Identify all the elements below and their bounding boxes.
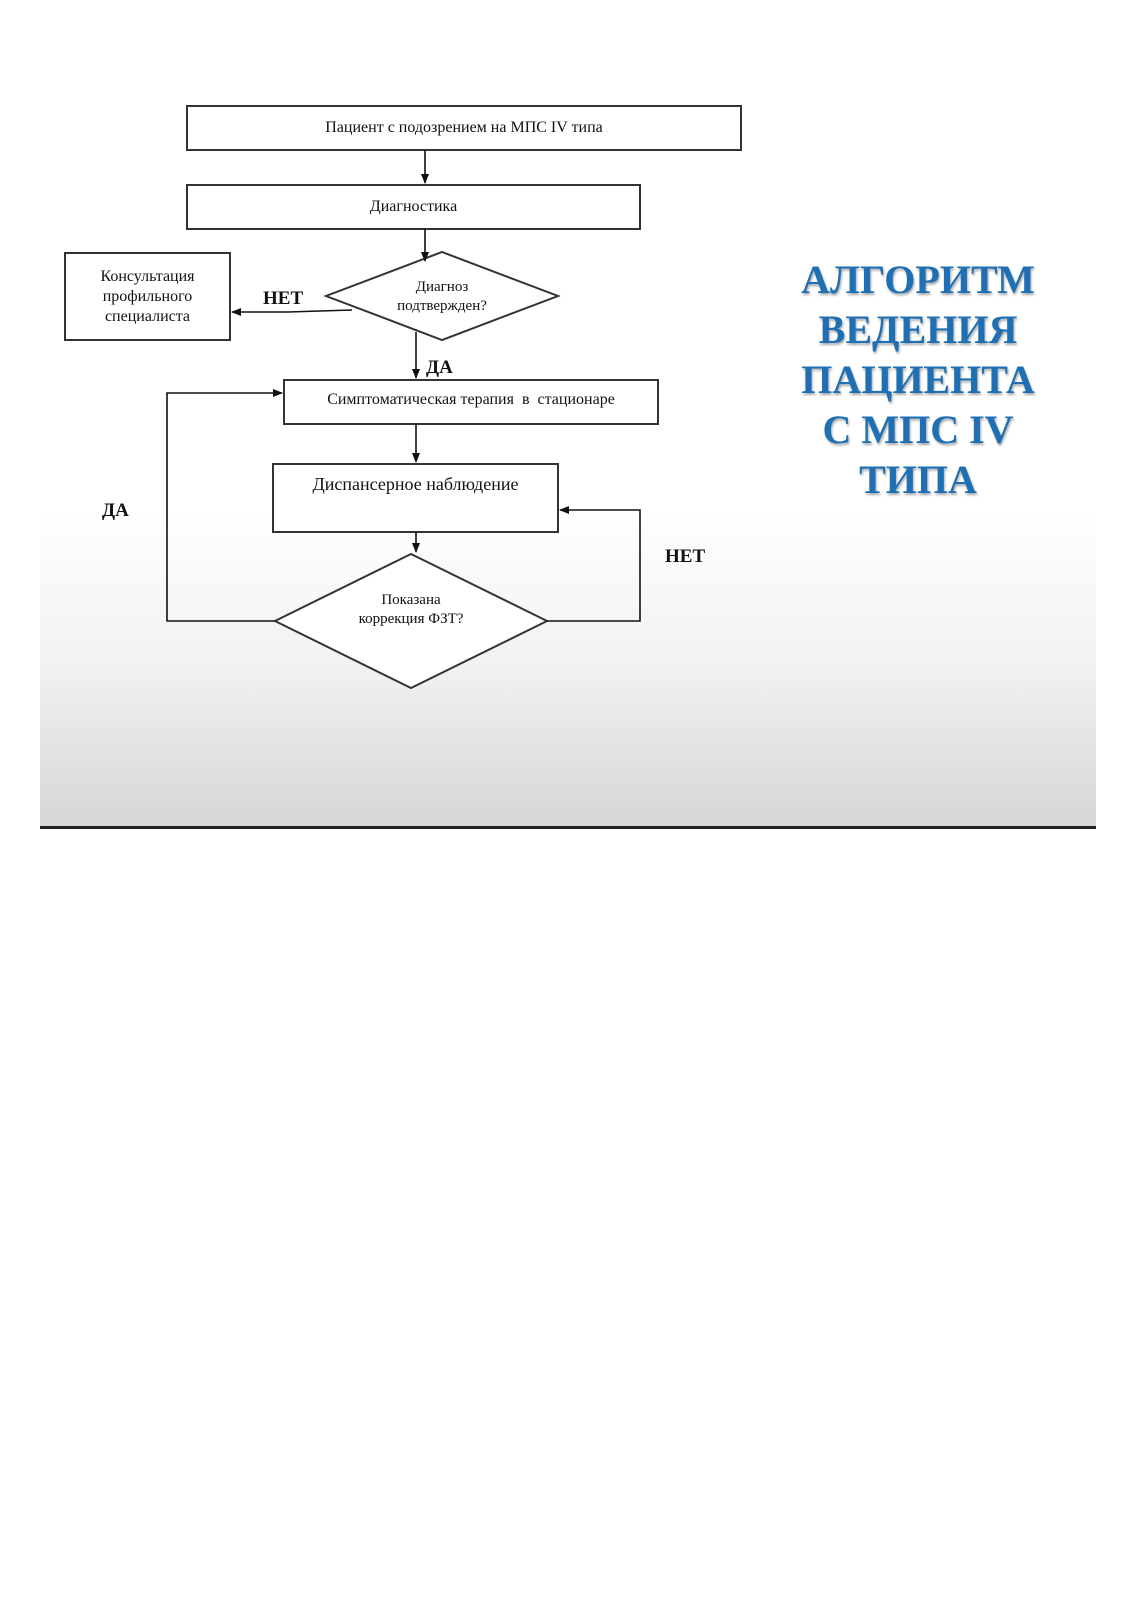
flowchart-diagram — [64, 105, 742, 690]
edge-label-yes-loop: ДА — [102, 500, 129, 521]
fzt-decision-shape — [272, 552, 550, 690]
diagnostics-node: Диагностика — [369, 198, 458, 215]
slide-title: АЛГОРИТМ ВЕДЕНИЯ ПАЦИЕНТА С МПС IV ТИПА — [801, 257, 1035, 502]
fzt-decision: Показана коррекция ФЗТ? — [358, 592, 464, 627]
therapy-box — [283, 379, 659, 425]
therapy-node: Симптоматическая терапия в стационаре — [327, 391, 615, 408]
slide: Пациент с подозрением на МПС IV типа Диа… — [40, 40, 1096, 829]
start-box — [186, 105, 742, 151]
dispensary-box — [272, 463, 559, 533]
edge-fzt-no-loop — [547, 506, 641, 622]
diagnosis-decision: Диагноз подтвержден? — [397, 279, 487, 314]
dispensary-node: Диспансерное наблюдение — [312, 474, 519, 494]
consultation-node: Консультация профильного специалиста — [100, 267, 195, 325]
diagnostics-box — [186, 184, 641, 230]
start-node: Пациент с подозрением на МПС IV типа — [325, 119, 603, 136]
edge-fzt-yes-loop — [166, 389, 283, 622]
consultation-box — [64, 252, 231, 341]
edge-decision-to-consultation — [231, 308, 353, 316]
diagnosis-decision-shape — [323, 250, 561, 342]
edge-label-no-consult: НЕТ — [263, 288, 304, 309]
edge-label-no-loop: НЕТ — [665, 546, 706, 567]
edge-label-yes-therapy: ДА — [426, 357, 453, 378]
